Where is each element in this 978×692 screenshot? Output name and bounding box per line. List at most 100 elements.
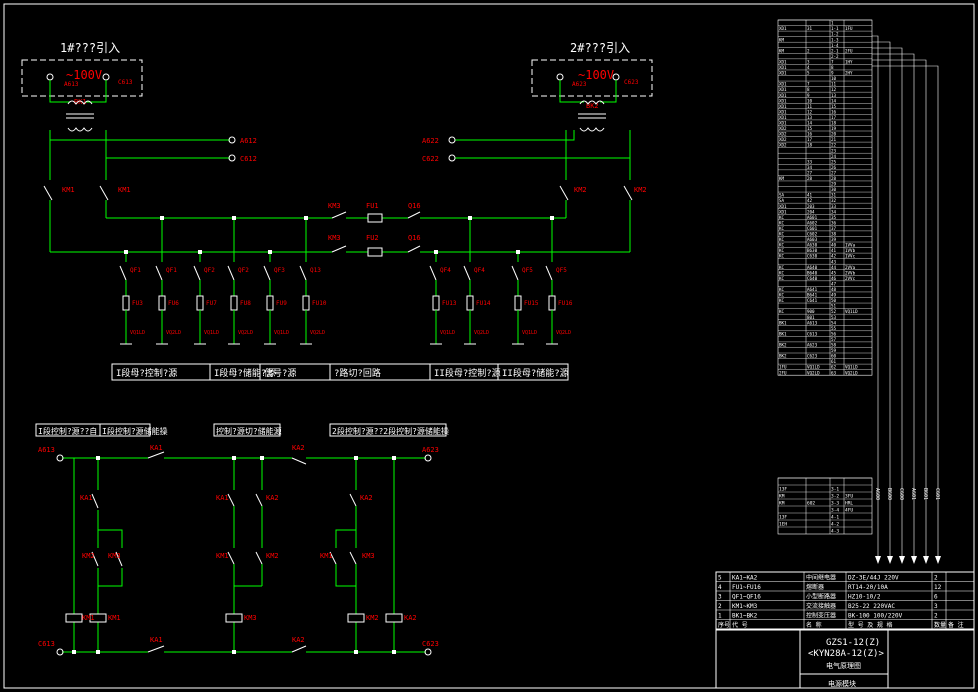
terminal-cell: 22 [831, 143, 837, 148]
bom-cell: 3 [718, 594, 722, 601]
terminal-cell: 3 [807, 59, 810, 64]
terminal-cell: 47 [831, 281, 837, 286]
terminal-cell: 54 [831, 320, 837, 325]
ctrl-terminal-c623: C623 [422, 640, 439, 648]
supply-left: 1#???引入 ~100V A613 C613 BK1 [21, 41, 143, 106]
bom-cell: 交流接触器 [806, 602, 836, 610]
bus-wire-label: A601 [910, 488, 916, 500]
terminal-cell: VQ1LD [807, 365, 820, 370]
terminal-cell: BK1 [779, 320, 787, 325]
terminal-cell: 42 [831, 254, 837, 259]
ctrl-km2-coil: KM2 [366, 614, 379, 622]
terminal-cell: 43 [831, 259, 837, 264]
terminal-cell: 13 [831, 93, 837, 98]
breaker-label: Q13 [310, 267, 321, 274]
control-nodes [72, 456, 396, 654]
title-drawing-name: 电气原理图 [826, 661, 861, 670]
ctrl-ka2-b: KA2 [266, 494, 279, 502]
terminal-cell: 1VVc [845, 254, 856, 259]
terminal-cell: XD1 [779, 87, 787, 92]
terminal-cell: 801 [807, 315, 815, 320]
terminal-cell: KC [779, 298, 785, 303]
terminal-cell: 31 [807, 26, 813, 31]
terminal-cell: 5 [807, 71, 810, 76]
supply-right-pin-c: C623 [624, 79, 639, 86]
ctrl-terminal-c613: C613 [38, 640, 55, 648]
supply-left-pin-a: A613 [64, 81, 79, 88]
bom-cell: 2 [934, 575, 938, 582]
terminal-cell: BK1 [779, 331, 787, 336]
bus-wire-label: B600 [886, 488, 892, 500]
terminal-cell: 17 [807, 137, 813, 142]
bom-cell: 熔断器 [806, 583, 824, 591]
transformer-left-label: BK1 [74, 98, 87, 106]
terminal-cell: XD1 [779, 109, 787, 114]
terminal-cell: VQ2LD [845, 370, 858, 375]
terminal-cell: A641 [807, 287, 818, 292]
transformer-coils [66, 100, 606, 132]
terminal-cell: 2-2 [831, 54, 839, 59]
branch-output-label: VQ2LD [310, 330, 325, 336]
terminal-cell: 3-1 [831, 487, 839, 493]
terminal-cell: 1FU [845, 26, 853, 31]
terminal-cell: 1HY [845, 59, 853, 64]
terminal-cell: XD1 [779, 82, 787, 87]
terminal-cell: KC [779, 254, 785, 259]
terminal-cell: 1EH [779, 522, 787, 528]
bom-cell: 序号 [718, 621, 730, 629]
bom-cell: 6 [934, 594, 938, 601]
bus-terminal-c612: C612 [240, 155, 257, 163]
title-bottom: 电源模块 [828, 679, 856, 688]
bom-cell: 2 [934, 613, 938, 620]
supply-left-voltage: ~100V [66, 68, 102, 82]
terminal-cell: XD1 [779, 104, 787, 109]
terminal-cell: 10 [807, 98, 813, 103]
control-contacts [56, 451, 432, 656]
breaker-label: QF4 [474, 267, 485, 274]
terminal-cell: 2-1 [831, 48, 839, 53]
terminal-cell: HRL [845, 501, 853, 507]
ctrl-title-4: 2段控制?源??2段控制?源储能操 [332, 426, 449, 436]
legend-cell: 信号?源 [264, 367, 296, 379]
supply-right: 2#???引入 ~100V A623 C623 BK2 [531, 41, 653, 110]
terminal-cell: 13 [807, 115, 813, 120]
terminal-cell: C640 [807, 276, 818, 281]
terminal-cell: 2VVc [845, 276, 856, 281]
terminal-cell: KC [779, 232, 785, 237]
bom-cell: 名 称 [806, 621, 822, 629]
ctrl-terminal-a623: A623 [422, 446, 439, 454]
terminal-cell: 33 [807, 159, 813, 164]
terminal-cell: 40 [831, 243, 837, 248]
title-model: GZS1-12(Z) [826, 638, 880, 648]
terminal-cell: 31 [831, 193, 837, 198]
bom-cell: DZ-3E/44J 220V [848, 575, 899, 582]
terminal-cell: 2 [807, 48, 810, 53]
terminal-cell: 11 [831, 82, 837, 87]
terminal-cell: 1-2 [831, 32, 839, 37]
bom-cell: KA1~KA2 [732, 575, 758, 582]
qf16-label: Q16 [408, 234, 421, 242]
terminal-cell: 1-3 [831, 37, 839, 42]
terminal-cell: 3-2 [831, 494, 839, 500]
terminal-cell: KC [779, 237, 785, 242]
bus-terminals: A612 C612 A622 C622 [228, 136, 456, 163]
terminal-cell: 7 [831, 59, 834, 64]
bom-cell: BK-100 100/220V [848, 613, 903, 620]
branch-fuse-label: FU7 [206, 300, 217, 307]
bus-wire-label: A600 [874, 488, 880, 500]
branch-output-label: VQ2LD [238, 330, 253, 336]
terminal-cell: 8 [831, 65, 834, 70]
terminal-cell: SA [779, 198, 785, 203]
terminal-cell: B640 [807, 270, 818, 275]
branch-fuse-label: FU13 [442, 300, 457, 307]
terminal-cell: C630 [807, 254, 818, 259]
terminal-cell: B630 [807, 248, 818, 253]
terminal-cell: XD2 [779, 137, 787, 142]
terminal-cell: 13F [779, 515, 787, 521]
fu2-label: FU2 [366, 234, 379, 242]
legend-cell: II段母?控制?源 [434, 367, 501, 379]
